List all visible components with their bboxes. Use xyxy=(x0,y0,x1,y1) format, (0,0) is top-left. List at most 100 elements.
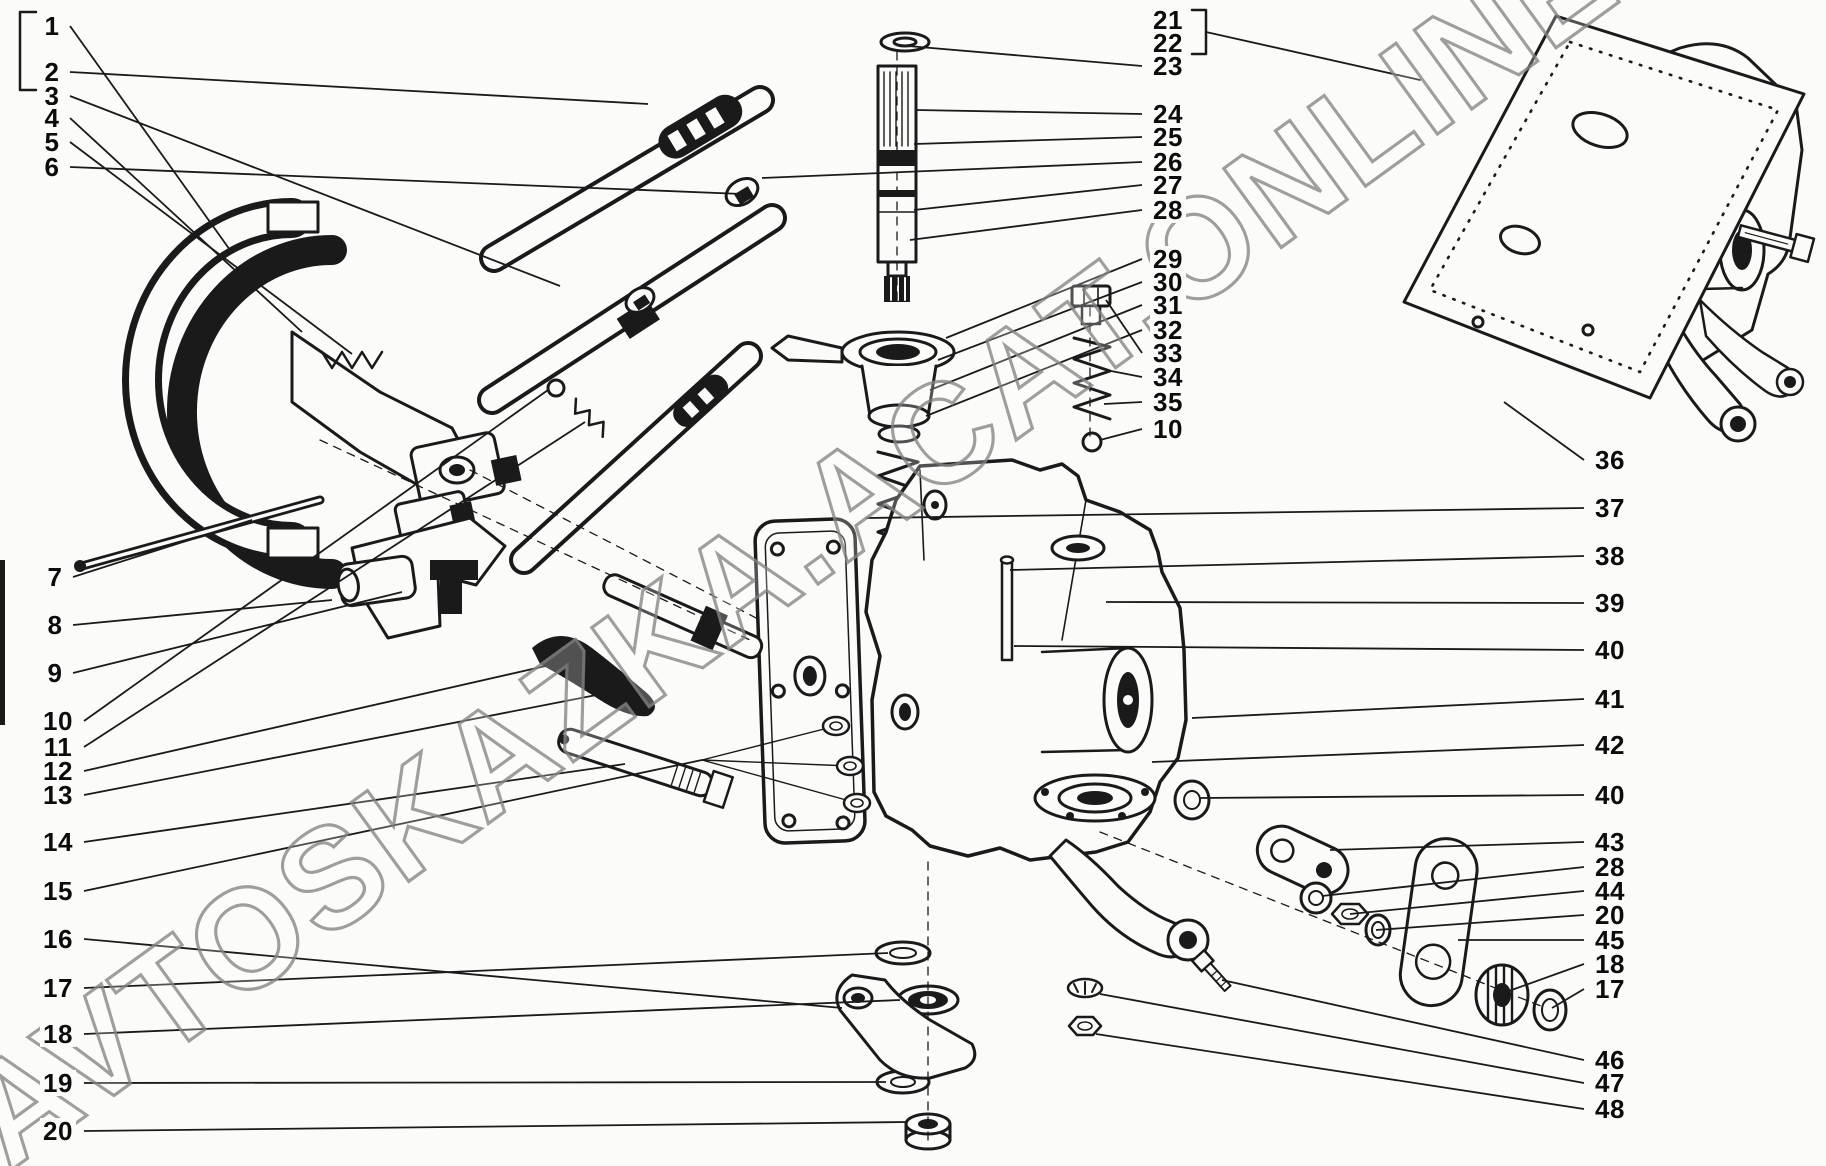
leader-line-16-15 xyxy=(83,938,843,1009)
callout-18-49: 18 xyxy=(1592,951,1628,977)
spacer-washer xyxy=(1173,779,1211,821)
callout-30-29: 30 xyxy=(1150,269,1186,295)
leader-line-43-44 xyxy=(1329,841,1585,851)
shift-lever-arm xyxy=(1048,838,1210,962)
callout-10-9: 10 xyxy=(40,708,76,734)
oval-bracket-plate xyxy=(1398,837,1479,1008)
small-bolt xyxy=(1190,949,1232,992)
callout-45-48: 45 xyxy=(1592,927,1628,953)
callout-39-39: 39 xyxy=(1592,590,1628,616)
leader-line-28-27 xyxy=(909,209,1143,241)
callout-24-23: 24 xyxy=(1150,101,1186,127)
leader-line-32-31 xyxy=(925,329,1143,417)
lock-washer xyxy=(1299,881,1333,915)
leader-line-38-38 xyxy=(1009,555,1585,571)
callout-46-51: 46 xyxy=(1592,1047,1628,1073)
selector-lever-rod xyxy=(74,495,325,572)
shaft-bearing-support xyxy=(770,330,956,444)
leader-line-11-10 xyxy=(83,421,586,748)
leader-line-29-28 xyxy=(945,258,1143,339)
leader-line-31-30 xyxy=(929,304,1143,391)
callout-23-22: 23 xyxy=(1150,53,1186,79)
leader-line-1-0 xyxy=(69,25,231,251)
leader-line-19-18 xyxy=(83,1081,887,1084)
rail-end-cap-2 xyxy=(624,286,656,314)
gasket-washer-trio xyxy=(701,715,872,814)
housing-bottom-flange xyxy=(1033,773,1157,823)
callout-35-34: 35 xyxy=(1150,389,1186,415)
leader-line-9-8 xyxy=(72,591,403,674)
callout-5-4: 5 xyxy=(41,129,63,155)
fork-arm-and-hub xyxy=(290,330,522,549)
link-plate xyxy=(1255,824,1350,896)
callout-40-43: 40 xyxy=(1592,782,1628,808)
detent-ball xyxy=(1081,431,1103,453)
callout-14-13: 14 xyxy=(40,829,76,855)
callout-20-19: 20 xyxy=(40,1118,76,1144)
leader-line-37-37 xyxy=(865,507,1585,519)
callout-37-37: 37 xyxy=(1592,495,1628,521)
bracket-callout-1 xyxy=(18,10,38,92)
callout-17-50: 17 xyxy=(1592,976,1628,1002)
callout-2-1: 2 xyxy=(41,59,63,85)
shift-rail-1 xyxy=(479,85,775,273)
callout-8-7: 8 xyxy=(44,612,66,638)
callout-22-21: 22 xyxy=(1150,30,1186,56)
leader-line-28-45 xyxy=(1321,866,1585,897)
leader-line-40-43 xyxy=(1199,794,1585,799)
callout-40-40: 40 xyxy=(1592,637,1628,663)
leader-line-44-46 xyxy=(1349,890,1585,915)
leader-line-20-19 xyxy=(83,1121,909,1132)
callout-17-16: 17 xyxy=(40,975,76,1001)
leader-line-48-53 xyxy=(1095,1033,1585,1110)
leader-line-3-2 xyxy=(69,95,561,287)
gearbox-top-cover-housing xyxy=(864,458,1188,862)
leader-line-26-25 xyxy=(761,161,1143,179)
bracket-callout-21-22 xyxy=(1190,8,1421,81)
callout-44-46: 44 xyxy=(1592,878,1628,904)
leader-line-33-32 xyxy=(1105,299,1143,354)
detent-spring xyxy=(1072,336,1112,421)
leader-line-12-11 xyxy=(83,659,573,772)
selector-shaft xyxy=(602,573,764,660)
callout-33-32: 33 xyxy=(1150,340,1186,366)
callout-41-41: 41 xyxy=(1592,686,1628,712)
leader-line-47-52 xyxy=(1099,993,1585,1084)
callout-34-33: 34 xyxy=(1150,364,1186,390)
callout-10-35: 10 xyxy=(1150,416,1186,442)
leader-line-39-39 xyxy=(1105,601,1585,604)
detent-plug-bolt xyxy=(1070,284,1112,326)
detent-ball-small xyxy=(546,378,566,398)
seal-ring xyxy=(1532,988,1568,1032)
leader-line-42-42 xyxy=(1151,744,1585,763)
leader-line-7-6 xyxy=(72,519,253,578)
callout-18-17: 18 xyxy=(40,1021,76,1047)
leader-line-20-47 xyxy=(1375,914,1585,931)
callout-16-15: 16 xyxy=(40,926,76,952)
leader-line-10-35 xyxy=(1099,428,1143,441)
leader-line-8-7 xyxy=(72,599,333,626)
callout-42-42: 42 xyxy=(1592,732,1628,758)
leader-line-40-40 xyxy=(1013,645,1585,651)
leader-line-23-22 xyxy=(907,45,1143,67)
cover-gasket xyxy=(1402,14,1806,400)
leader-line-27-26 xyxy=(913,184,1143,211)
leader-line-10-9 xyxy=(83,389,549,722)
leader-line-14-13 xyxy=(83,763,626,843)
callout-6-5: 6 xyxy=(41,154,63,180)
shift-finger-lever xyxy=(532,636,655,717)
callout-29-28: 29 xyxy=(1150,246,1186,272)
leader-line-35-34 xyxy=(1103,401,1143,405)
castle-nut xyxy=(1067,1015,1103,1037)
rail-end-cap xyxy=(724,176,760,208)
callout-15-14: 15 xyxy=(40,878,76,904)
leader-line-2-1 xyxy=(69,71,649,105)
slotted-washer xyxy=(1066,977,1104,999)
callout-31-30: 31 xyxy=(1150,292,1186,318)
leader-line-24-23 xyxy=(915,109,1143,115)
callout-26-25: 26 xyxy=(1150,149,1186,175)
leader-line-34-33 xyxy=(1105,369,1143,378)
callout-43-44: 43 xyxy=(1592,829,1628,855)
